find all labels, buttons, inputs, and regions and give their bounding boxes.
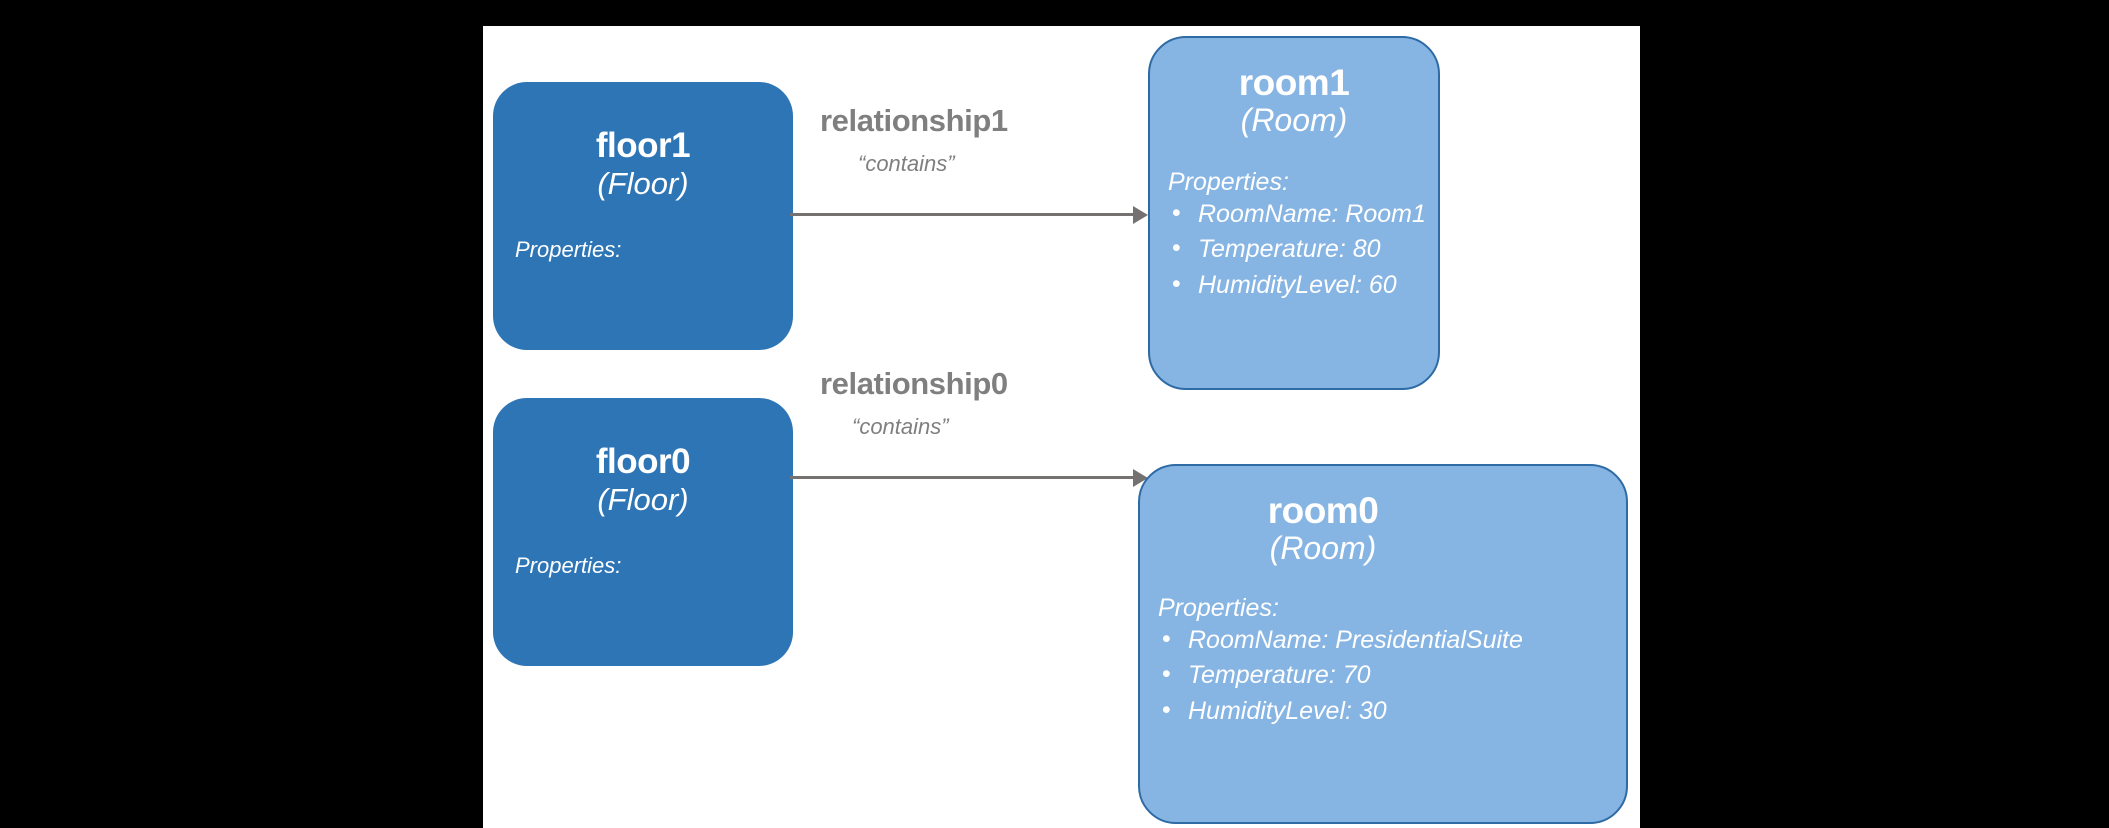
node-floor0-properties-label: Properties: — [515, 553, 622, 579]
property-text: HumidityLevel: 60 — [1198, 270, 1397, 299]
list-item: • HumidityLevel: 30 — [1158, 694, 1626, 730]
node-floor0-type: (Floor) — [597, 481, 689, 517]
node-room1-properties: Properties: • RoomName: Room1 • Temperatur… — [1150, 169, 1438, 303]
edge-relationship0-phrase: “contains” — [852, 414, 949, 439]
node-room0-properties-list: • RoomName: PresidentialSuite • Temperatur… — [1158, 623, 1626, 730]
node-room1-title: room1 — [1238, 62, 1350, 103]
diagram-canvas: floor1 (Floor) Properties: relationship1… — [483, 26, 1640, 828]
property-text: Temperature: 70 — [1188, 661, 1371, 690]
edge-relationship1-name: relationship1 — [820, 103, 1008, 138]
list-item: • RoomName: PresidentialSuite — [1158, 623, 1626, 659]
node-room1-properties-list: • RoomName: Room1 • Temperature: 80 • Humid… — [1168, 197, 1438, 304]
property-text: RoomName: Room1 — [1198, 199, 1426, 228]
node-room1-properties-label: Properties: — [1168, 168, 1289, 197]
node-room0-type: (Room) — [1269, 529, 1377, 566]
bullet-icon: • — [1162, 660, 1171, 689]
node-room1[interactable]: room1 (Room) Properties: • RoomName: Room… — [1148, 36, 1440, 390]
node-floor0-title: floor0 — [595, 442, 691, 481]
edge-relationship1-phrase: “contains” — [858, 151, 955, 176]
node-floor1-type: (Floor) — [597, 165, 689, 201]
arrow-head-icon — [1133, 206, 1148, 224]
edge-relationship0-name: relationship0 — [820, 366, 1008, 401]
node-room0[interactable]: room0 (Room) Properties: • RoomName: Pres… — [1138, 464, 1628, 824]
node-floor1[interactable]: floor1 (Floor) Properties: — [493, 82, 793, 350]
list-item: • Temperature: 70 — [1158, 658, 1626, 694]
list-item: • RoomName: Room1 — [1168, 197, 1438, 233]
list-item: • Temperature: 80 — [1168, 232, 1438, 268]
node-floor1-title: floor1 — [595, 126, 691, 165]
edge-relationship0-line — [790, 476, 1133, 479]
node-floor0[interactable]: floor0 (Floor) Properties: — [493, 398, 793, 666]
bullet-icon: • — [1162, 695, 1171, 724]
bullet-icon: • — [1172, 269, 1181, 298]
list-item: • HumidityLevel: 60 — [1168, 268, 1438, 304]
property-text: Temperature: 80 — [1198, 235, 1381, 264]
property-text: RoomName: PresidentialSuite — [1188, 625, 1523, 654]
edge-relationship1-line — [790, 213, 1133, 216]
bullet-icon: • — [1162, 624, 1171, 653]
node-room0-title: room0 — [1267, 490, 1379, 531]
node-room0-properties: Properties: • RoomName: PresidentialSuite… — [1140, 595, 1626, 729]
bullet-icon: • — [1172, 234, 1181, 263]
node-room1-type: (Room) — [1240, 101, 1348, 138]
node-room0-properties-label: Properties: — [1158, 594, 1279, 623]
bullet-icon: • — [1172, 198, 1181, 227]
node-floor1-properties-label: Properties: — [515, 237, 622, 263]
property-text: HumidityLevel: 30 — [1188, 696, 1387, 725]
